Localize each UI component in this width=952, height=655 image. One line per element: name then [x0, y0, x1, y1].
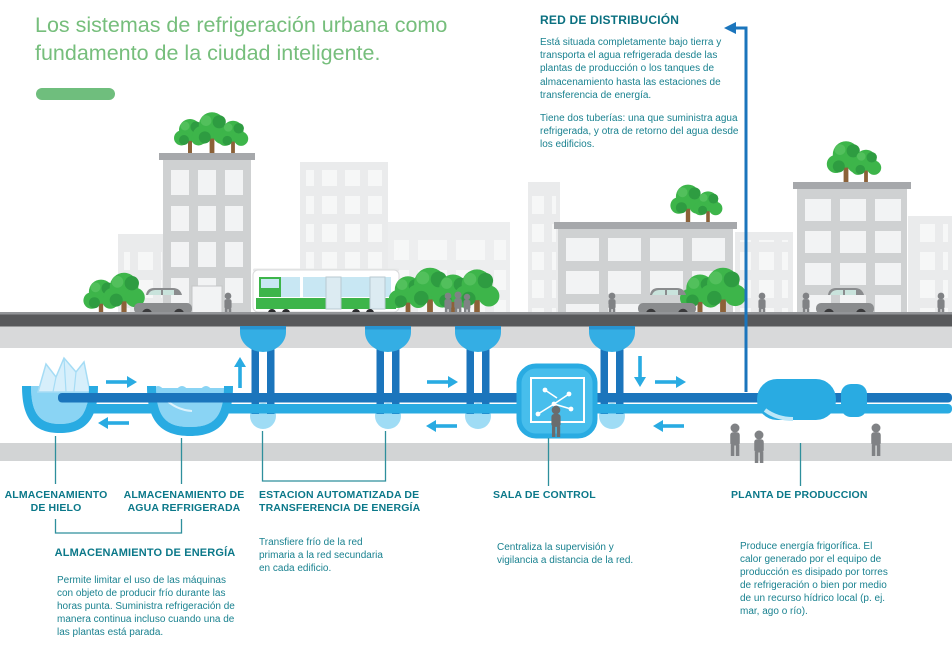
- title-accent-bar: [36, 88, 115, 100]
- distribution-callout-arrow-icon: [724, 22, 748, 392]
- control-room-screen-icon: [516, 363, 598, 439]
- rooftop-trees: [174, 112, 882, 222]
- energy-transfer-station-description: Transfiere frío de la red primaria a la …: [259, 537, 383, 574]
- label-energy-transfer-station: ESTACION AUTOMATIZADA DE TRANSFERENCIA D…: [259, 489, 421, 515]
- lower-soil-band: [0, 443, 952, 461]
- page-title: Los sistemas de refrigeración urbana com…: [35, 13, 448, 65]
- label-control-room: SALA DE CONTROL: [493, 489, 596, 501]
- production-plant-tank-icon: [757, 379, 867, 421]
- tram: [252, 268, 400, 317]
- distribution-paragraph-1: Está situada completamente bajo tierra y…: [540, 37, 722, 101]
- energy-storage-heading: ALMACENAMIENTO DE ENERGÍA: [54, 547, 236, 559]
- return-pipe: [58, 404, 952, 414]
- distribution-heading: RED DE DISTRIBUCIÓN: [540, 13, 680, 27]
- control-room-description: Centraliza la supervisión y vigilancia a…: [497, 542, 634, 566]
- building-right: [793, 182, 911, 318]
- distribution-paragraph-2: Tiene dos tuberías: una que suministra a…: [540, 112, 739, 151]
- energy-storage-description: Permite limitar el uso de las máquinas c…: [57, 575, 235, 638]
- supply-pipe: [58, 393, 952, 403]
- callout-lines: [54, 431, 802, 534]
- label-ice-storage: ALMACENAMIENTO DE HIELO: [4, 489, 108, 515]
- label-production-plant: PLANTA DE PRODUCCION: [731, 489, 868, 501]
- road: [0, 312, 952, 327]
- label-chilled-water-storage: ALMACENAMIENTO DE AGUA REFRIGERADA: [123, 489, 245, 515]
- production-plant-description: Produce energía frigorífica. El calor ge…: [740, 541, 888, 617]
- distribution-callout: RED DE DISTRIBUCIÓN Está situada complet…: [540, 13, 752, 162]
